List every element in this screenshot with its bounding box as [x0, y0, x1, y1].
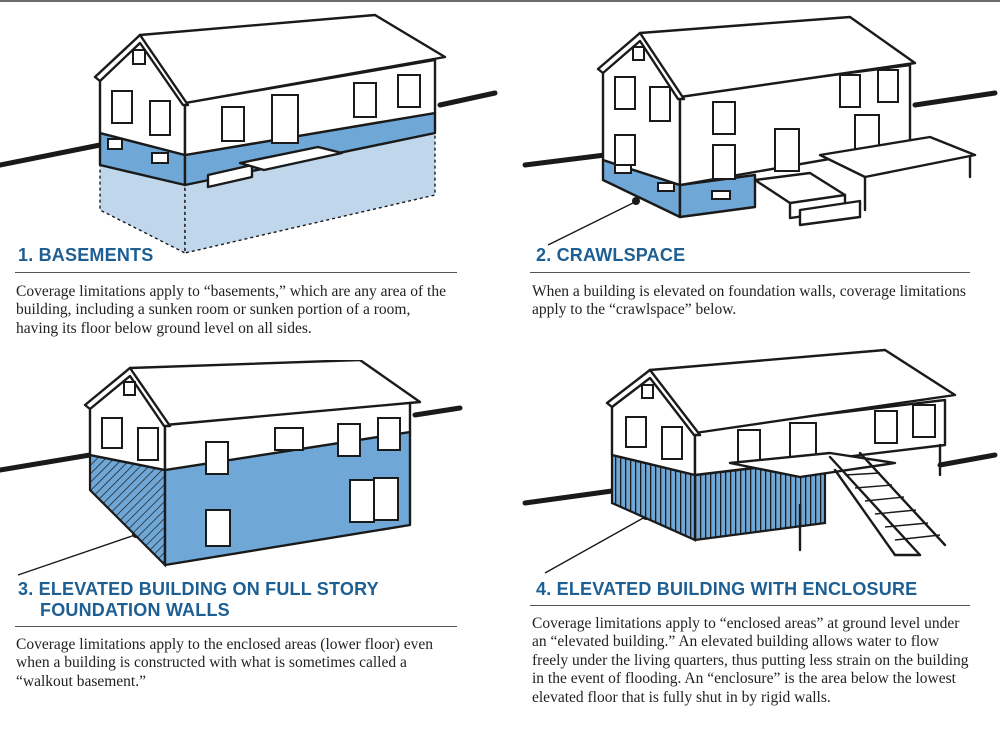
panel-4-body: Coverage limitations apply to “enclosed …: [532, 615, 969, 706]
panel-2-heading: 2. CRAWLSPACE: [536, 245, 686, 265]
panel-1-heading: 1. BASEMENTS: [18, 245, 154, 265]
panel-3-rule: [15, 626, 457, 627]
panel-3-body: Coverage limitations apply to the enclos…: [16, 636, 434, 690]
house-walkout-illustration: [0, 360, 463, 576]
house-crawlspace-illustration: [522, 15, 998, 246]
panel-3-heading-line-2: FOUNDATION WALLS: [40, 600, 230, 620]
panel-3-heading-line-1: 3. ELEVATED BUILDING ON FULL STORY: [18, 579, 379, 599]
panel-4-rule: [530, 605, 970, 606]
panel-1-rule: [15, 272, 457, 273]
panel-4-heading: 4. ELEVATED BUILDING WITH ENCLOSURE: [536, 579, 918, 599]
panel-1-body: Coverage limitations apply to “basements…: [16, 283, 446, 337]
panel-2-rule: [530, 272, 970, 273]
panel-2-body: When a building is elevated on foundatio…: [532, 283, 966, 319]
house-enclosure-illustration: [522, 348, 998, 574]
top-rule: [0, 0, 1000, 2]
house-basement-illustration: [0, 13, 498, 255]
